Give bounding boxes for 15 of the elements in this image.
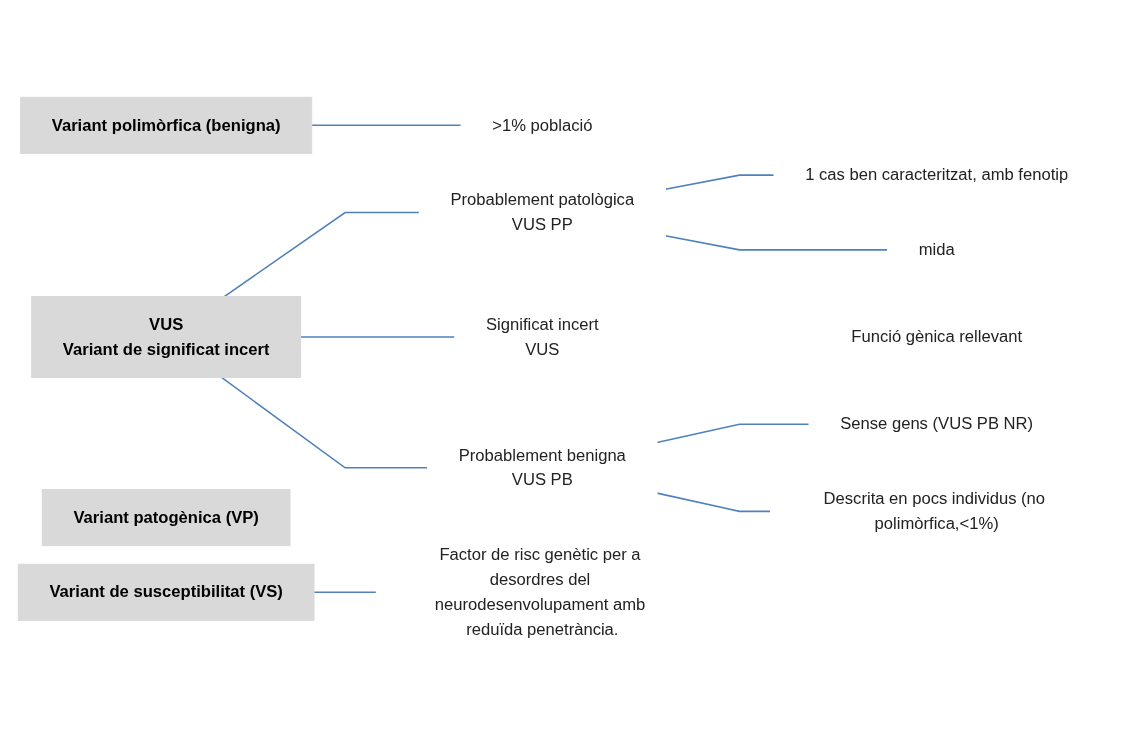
- node-text: Descrita en pocs individus (no polimòrfica,<1%): [823, 489, 1046, 533]
- node-text: mida: [918, 240, 955, 259]
- node-text: Sense gens (VUS PB NR): [840, 414, 1034, 433]
- node-text: Significat incert VUS: [486, 315, 599, 358]
- node-box: Variant polimòrfica (benigna): [20, 96, 313, 154]
- node-text: Factor de risc genètic per a desordres del neurodesenvolupament amb reduïda penetrància.: [434, 545, 646, 638]
- node-text: Funció gènica rellevant: [851, 327, 1023, 346]
- node-box: Variant de susceptibilitat (VS): [17, 563, 315, 621]
- node-text: 1 cas ben caracteritzat, amb fenotip: [805, 165, 1069, 184]
- node-text: >1% població: [492, 115, 593, 134]
- connector: [656, 423, 810, 444]
- node-box: VUS Variant de significat incert: [31, 296, 302, 378]
- node-text: Probablement patològica VUS PP: [450, 190, 635, 234]
- node-text: Probablement benigna VUS PB: [458, 445, 626, 489]
- node-box: Variant patogènica (VP): [41, 489, 291, 547]
